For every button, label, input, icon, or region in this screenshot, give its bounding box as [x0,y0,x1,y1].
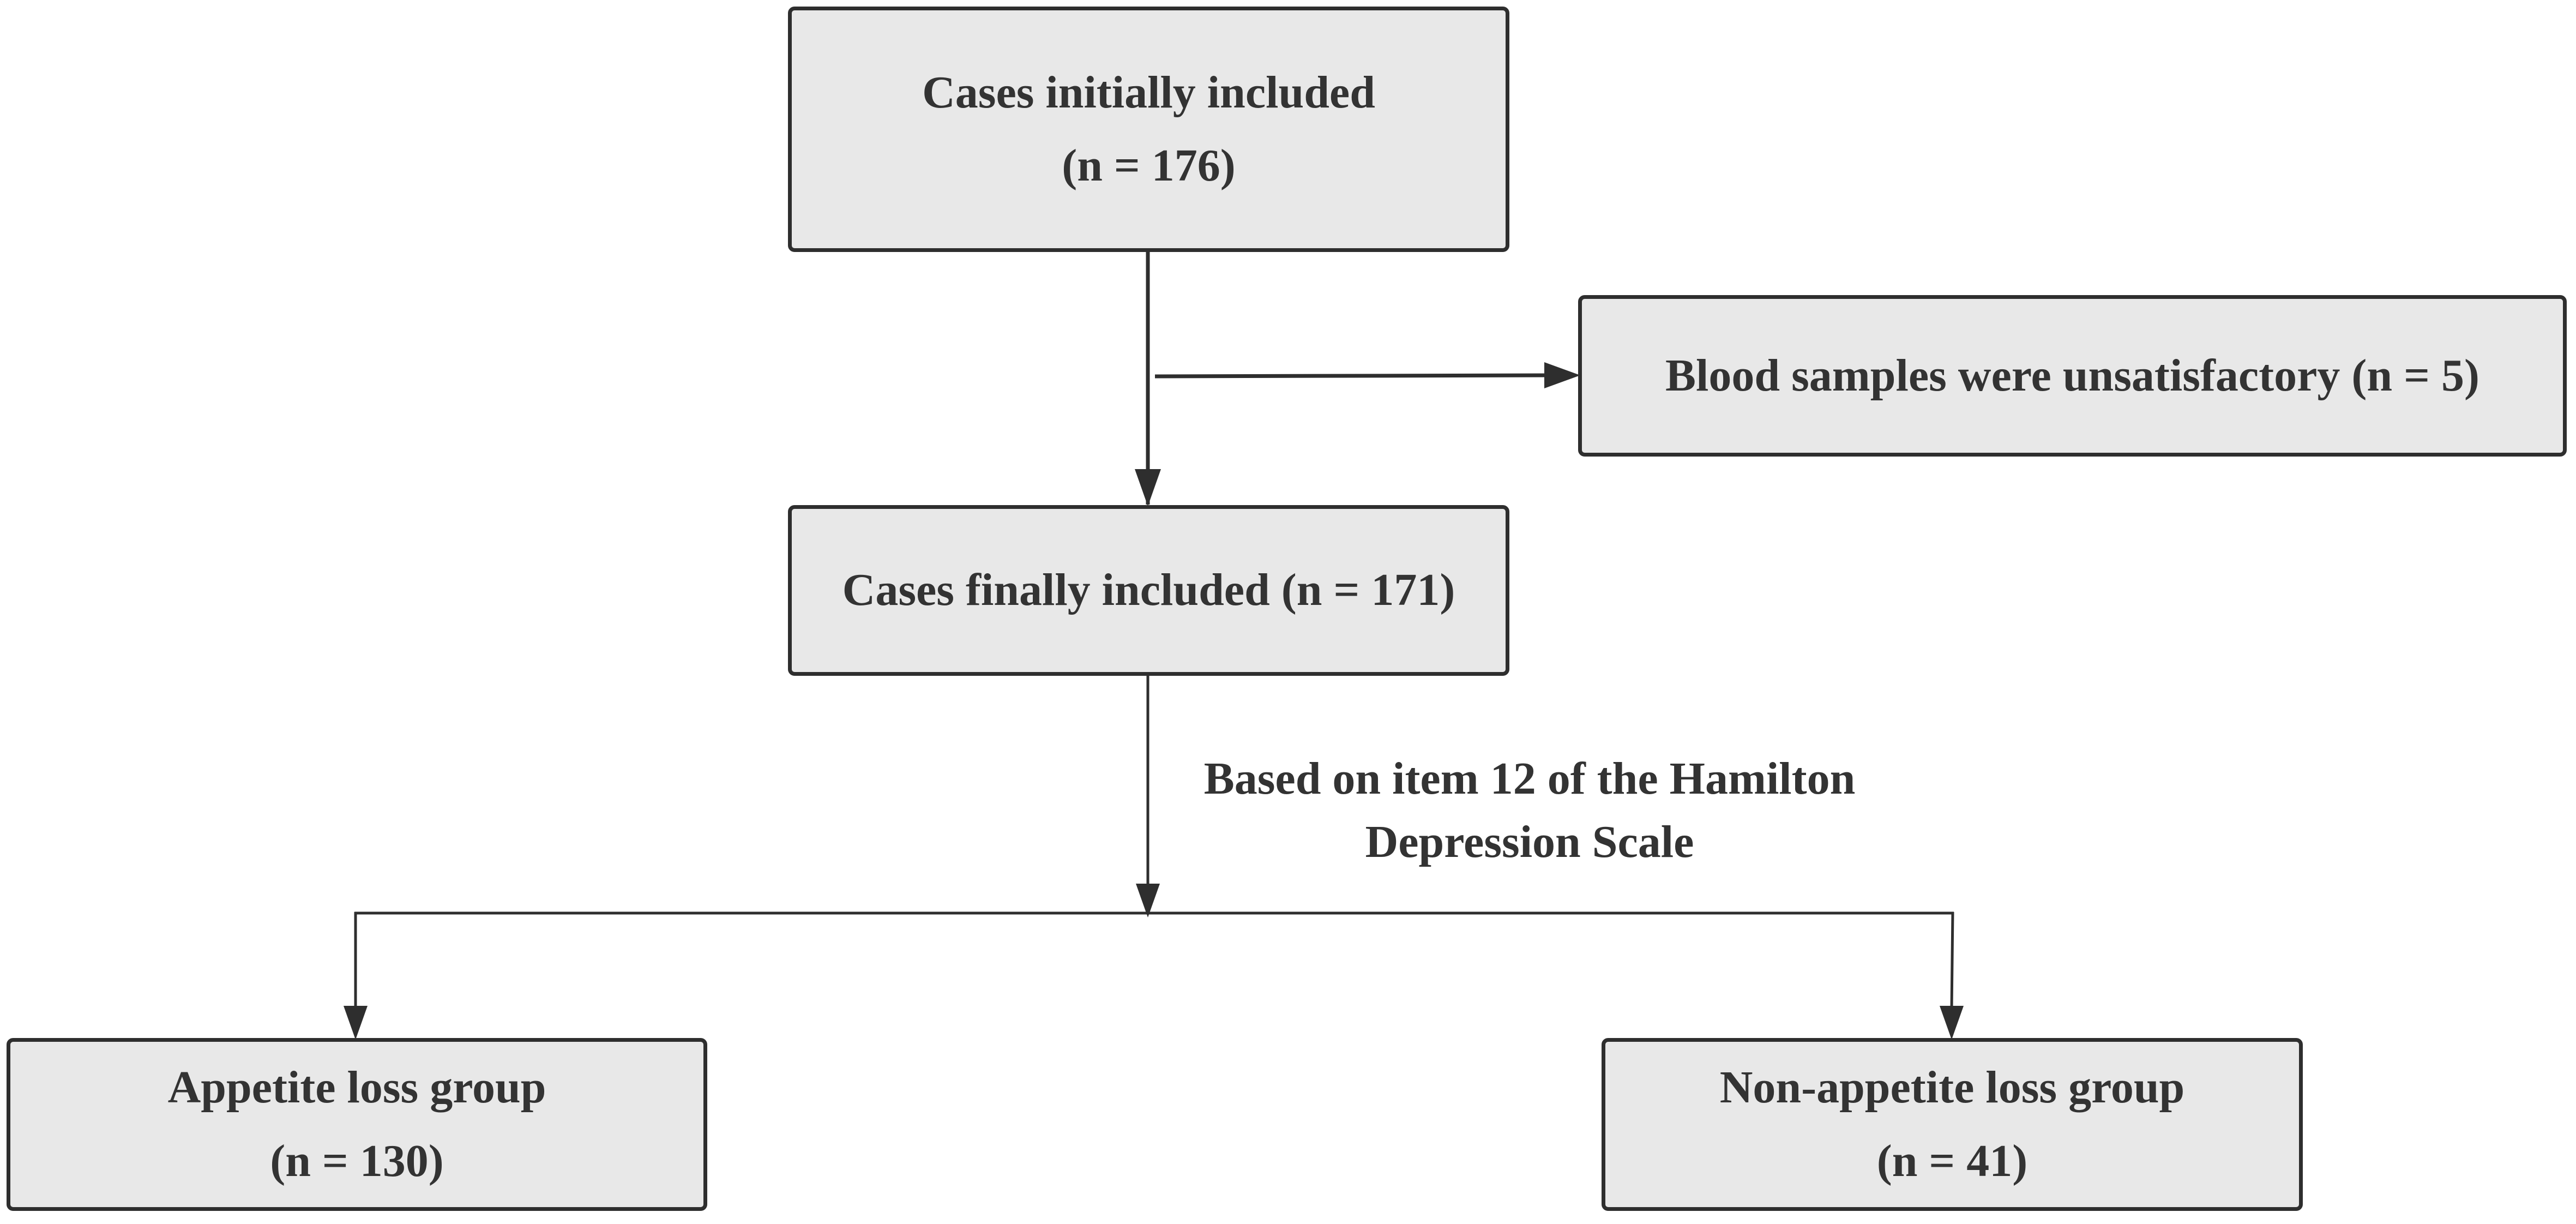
split-criterion-line1: Based on item 12 of the Hamilton [1203,753,1856,804]
appetite-loss-group-label: Appetite loss group [167,1062,546,1113]
arrowhead-split [1136,884,1160,917]
arrow-to-non-appetite-loss [1950,911,1954,1010]
arrow-to-excluded [1154,373,1549,379]
initial-cases-label: Cases initially included [922,67,1375,118]
split-criterion-label: Based on item 12 of the Hamilton Depress… [1161,747,1898,874]
appetite-loss-group-box: Appetite loss group (n = 130) [7,1038,707,1211]
final-cases-box: Cases finally included (n = 171) [788,505,1509,676]
final-cases-label: Cases finally included (n = 171) [842,565,1455,616]
initial-cases-box: Cases initially included (n = 176) [788,7,1509,252]
arrowhead-final [1135,469,1161,506]
initial-cases-count: (n = 176) [1062,140,1236,191]
split-criterion-line2: Depression Scale [1365,816,1694,867]
excluded-cases-label: Blood samples were unsatisfactory (n = 5… [1665,350,2479,401]
non-appetite-loss-group-label: Non-appetite loss group [1719,1062,2185,1113]
appetite-loss-group-count: (n = 130) [270,1135,444,1186]
non-appetite-loss-group-box: Non-appetite loss group (n = 41) [1602,1038,2303,1211]
non-appetite-loss-group-count: (n = 41) [1876,1135,2028,1186]
arrowhead-excluded [1544,362,1580,388]
arrowhead-appetite-loss [344,1006,368,1040]
arrowhead-non-appetite-loss [1940,1006,1964,1040]
excluded-cases-box: Blood samples were unsatisfactory (n = 5… [1578,295,2567,457]
